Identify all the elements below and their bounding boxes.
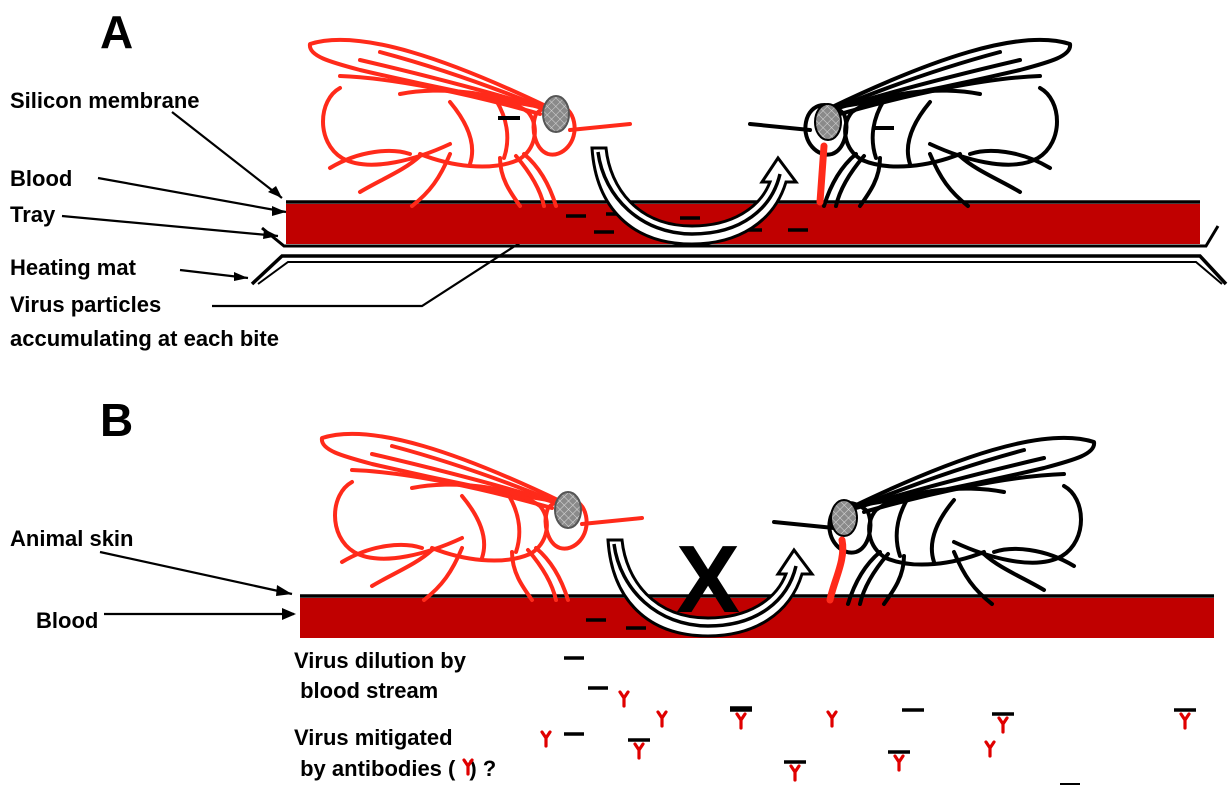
- label-mitigated-2-pre: by antibodies (: [294, 756, 456, 781]
- naive-fly-b: [774, 438, 1094, 604]
- label-animal-skin: Animal skin: [10, 526, 133, 551]
- antibody-bound-virus: [628, 710, 1196, 780]
- label-dilution-1: Virus dilution by: [294, 648, 467, 673]
- infected-fly-a: [310, 40, 630, 206]
- panel-b: B Animal skin Blood X: [10, 394, 1214, 784]
- label-mitigated-1: Virus mitigated: [294, 725, 453, 750]
- label-blood-b: Blood: [36, 608, 98, 633]
- label-virus-particles: Virus particles: [10, 292, 161, 317]
- label-tray: Tray: [10, 202, 56, 227]
- label-blood-a: Blood: [10, 166, 72, 191]
- label-dilution-2: blood stream: [294, 678, 438, 703]
- fly-eye: [543, 96, 569, 132]
- panel-letter-a: A: [100, 6, 133, 58]
- blocked-x-icon: X: [676, 526, 740, 633]
- panel-letter-b: B: [100, 394, 133, 446]
- label-mitigated-2: by antibodies () ?: [294, 756, 496, 781]
- leader-lines-b: [100, 552, 296, 620]
- naive-fly-a: [750, 40, 1070, 206]
- label-silicon-membrane: Silicon membrane: [10, 88, 200, 113]
- fly-eye: [831, 500, 857, 536]
- label-accumulating: accumulating at each bite: [10, 326, 279, 351]
- blood-meal: [830, 540, 843, 600]
- panel-a: A Silicon membrane Blood Tray Heating ma…: [10, 6, 1226, 351]
- heating-mat: [252, 256, 1226, 284]
- free-antibodies: [542, 692, 994, 756]
- fly-eye: [815, 104, 841, 140]
- blood-meal: [820, 146, 824, 202]
- virus-dilution-dashes: [564, 658, 924, 734]
- infected-fly-b: [322, 434, 642, 600]
- fly-eye: [555, 492, 581, 528]
- label-heating-mat: Heating mat: [10, 255, 137, 280]
